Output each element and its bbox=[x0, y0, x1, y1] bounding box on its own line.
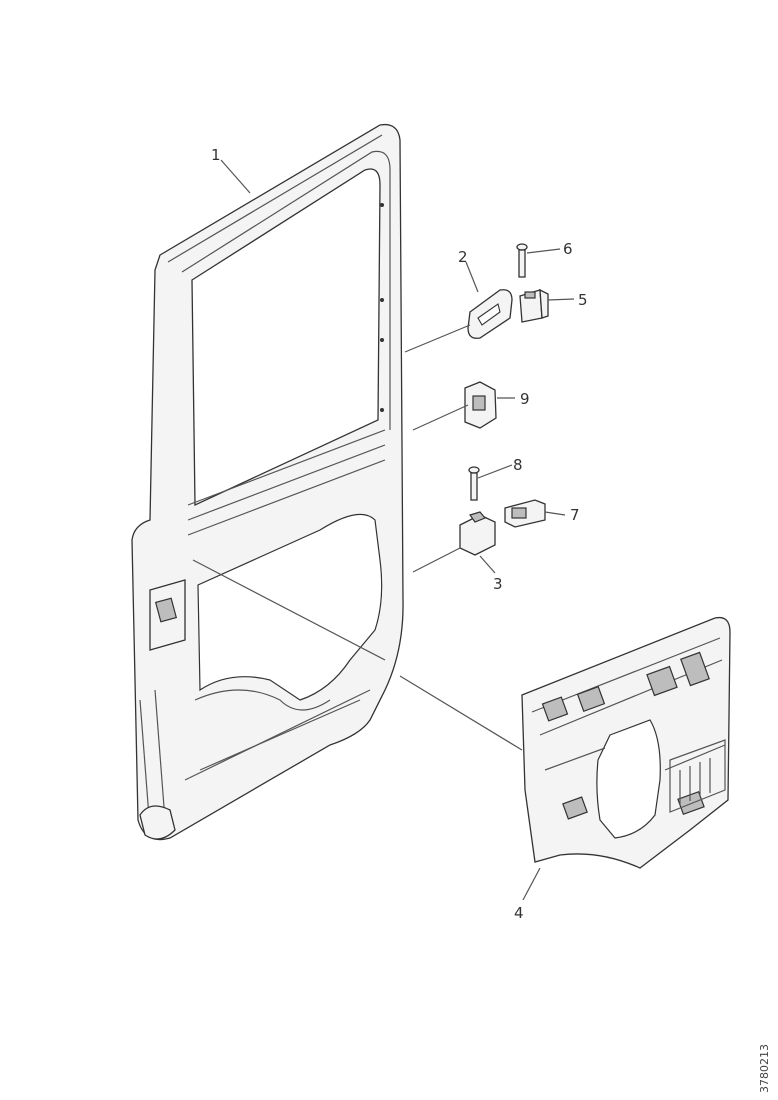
callout-1: 1 bbox=[211, 146, 221, 164]
clip bbox=[504, 499, 546, 528]
callout-7: 7 bbox=[570, 506, 580, 524]
inner-door-panel bbox=[521, 616, 731, 869]
callout-6: 6 bbox=[563, 240, 573, 258]
door-frame bbox=[131, 123, 404, 841]
hinge-block bbox=[519, 288, 549, 323]
leader-lines bbox=[192, 159, 575, 901]
callout-4: 4 bbox=[514, 904, 524, 922]
bolt-6 bbox=[516, 243, 528, 278]
callout-8: 8 bbox=[513, 456, 523, 474]
callout-9: 9 bbox=[520, 390, 530, 408]
hinge-bracket bbox=[467, 289, 513, 339]
bolt-8 bbox=[468, 466, 480, 501]
lower-hinge-block bbox=[459, 511, 496, 556]
document-id: 3780213 bbox=[758, 1044, 771, 1093]
lock-bracket bbox=[464, 381, 497, 429]
callout-3: 3 bbox=[493, 575, 503, 593]
callout-2: 2 bbox=[458, 248, 468, 266]
callout-5: 5 bbox=[578, 291, 588, 309]
